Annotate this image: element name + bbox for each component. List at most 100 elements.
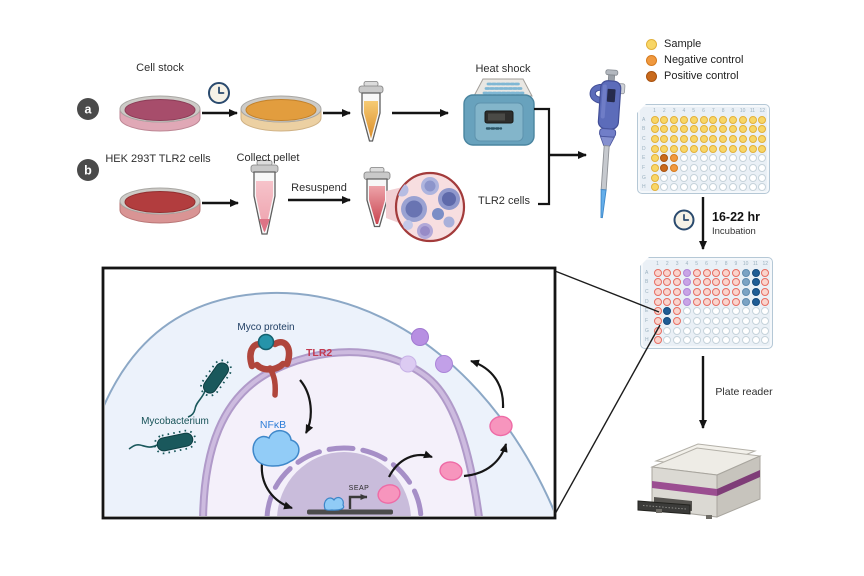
bracket [534, 107, 551, 206]
well [738, 144, 747, 153]
well [673, 268, 682, 277]
well [702, 278, 711, 287]
well [653, 326, 662, 335]
seap-protein [377, 484, 401, 504]
plate-column-label: 12 [759, 107, 766, 114]
well [728, 183, 737, 192]
well [731, 278, 740, 287]
tlr2-cells-illustration [396, 177, 460, 239]
well [719, 173, 728, 182]
well [663, 317, 672, 325]
nfkb-bound-dna [323, 496, 345, 511]
well [738, 164, 747, 172]
arrow [470, 359, 505, 409]
well [692, 336, 701, 345]
well [758, 134, 767, 143]
well [650, 134, 659, 143]
heat-shock-label: Heat shock [475, 63, 531, 75]
well [663, 278, 672, 287]
nuclear-membrane [264, 445, 424, 516]
secreted-seap [399, 355, 417, 373]
well [738, 183, 747, 192]
seap-label: SEAP [349, 485, 370, 492]
incubation-clock-icon [673, 209, 695, 231]
well [699, 154, 708, 163]
cell-stock-label: Cell stock [136, 62, 184, 74]
well [761, 326, 770, 335]
well [673, 326, 682, 335]
plate-row-label: G [645, 327, 649, 334]
nfkb-label: NFκB [260, 419, 286, 431]
nfkb-protein [252, 430, 300, 467]
well [679, 134, 688, 143]
plate-row-label: C [642, 135, 646, 142]
secreted-seap [411, 328, 429, 346]
well [748, 115, 757, 124]
well [722, 278, 731, 287]
tlr2-label: TLR2 [306, 347, 332, 359]
well [712, 297, 721, 306]
incubation-duration: 16-22 hr [712, 210, 760, 224]
step-badge-a: a [77, 98, 99, 120]
plate-row-label: H [645, 337, 649, 344]
well [748, 183, 757, 192]
dna [307, 509, 393, 515]
well [682, 297, 691, 306]
step-badge-a-label: a [85, 103, 93, 117]
well [660, 154, 669, 163]
well [679, 115, 688, 124]
microtube-sample [358, 81, 384, 142]
well [670, 164, 679, 172]
legend-label: Negative control [664, 54, 744, 66]
well [699, 144, 708, 153]
well [758, 173, 767, 182]
well [670, 144, 679, 153]
well [709, 144, 718, 153]
well [741, 287, 750, 296]
incubation-label: Incubation [712, 226, 756, 237]
well [761, 297, 770, 306]
well [758, 144, 767, 153]
arrow [260, 462, 293, 510]
plate-column-label: 10 [739, 107, 746, 114]
plate-column-label: 2 [665, 260, 669, 267]
well [748, 134, 757, 143]
well [663, 297, 672, 306]
well [731, 317, 740, 325]
well [702, 307, 711, 316]
microtube-resuspended [363, 167, 391, 228]
well [751, 287, 760, 296]
well [719, 154, 728, 163]
well [719, 125, 728, 134]
well [699, 183, 708, 192]
well [682, 326, 691, 335]
tlr2-cells-label: TLR2 cells [478, 195, 530, 207]
mycobacterium-1 [200, 359, 232, 397]
well [682, 268, 691, 277]
well [712, 326, 721, 335]
seap-protein [439, 461, 463, 481]
well [758, 115, 767, 124]
seap-protein [489, 415, 513, 437]
plate-row-label: G [642, 174, 646, 181]
mechanism-inset: Myco protein TLR2 Mycobacterium NFκB SEA… [105, 291, 553, 516]
petri-dish-transformed [240, 95, 322, 132]
well [682, 287, 691, 296]
plate-reader-label: Plate reader [715, 386, 773, 398]
well [699, 164, 708, 172]
well [692, 326, 701, 335]
well [702, 268, 711, 277]
well [709, 115, 718, 124]
legend-swatch [646, 70, 657, 82]
myco-protein-label: Myco protein [237, 322, 294, 333]
well [679, 164, 688, 172]
well [679, 183, 688, 192]
well [673, 287, 682, 296]
well [748, 144, 757, 153]
well [699, 115, 708, 124]
well [699, 173, 708, 182]
petri-dish-cell-stock [119, 95, 201, 132]
